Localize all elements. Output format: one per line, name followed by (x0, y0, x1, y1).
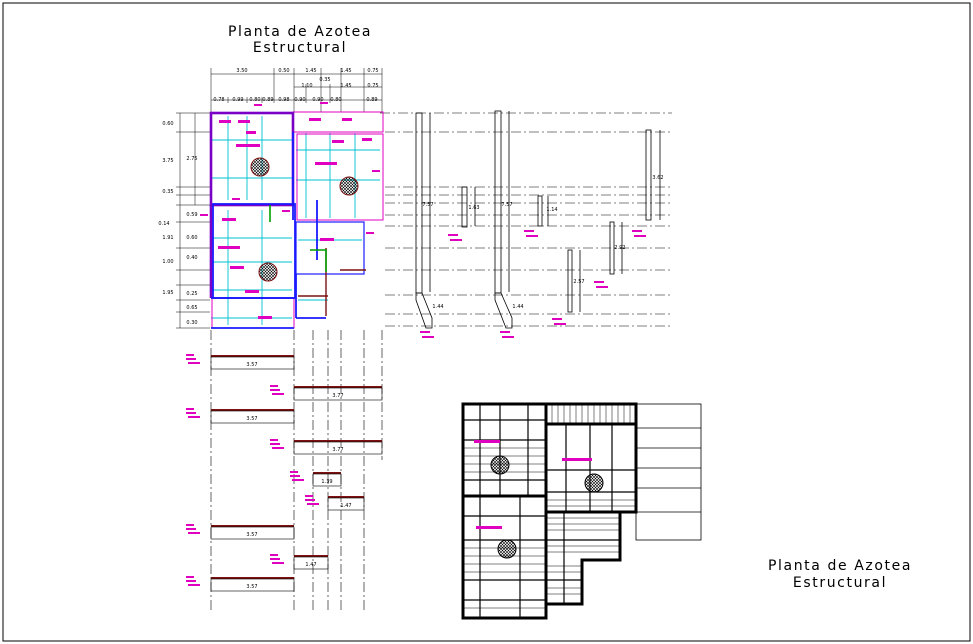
dim-top3-3: 0.80 (249, 97, 260, 103)
beam-sections: 3.57 3.77 3.57 3.77 1.39 1.47 3.57 1.47 … (186, 354, 383, 592)
col-len-3: 7.57 (501, 202, 512, 208)
dim-left-6: 0.14 (158, 221, 169, 227)
dim-left-14: 0.30 (186, 320, 197, 326)
dim-top3-4: 0.89 (262, 97, 273, 103)
beam-len-9: 3.57 (246, 584, 257, 590)
left-dimension-labels: 0.60 2.75 3.75 0.35 0.59 0.14 1.91 0.60 … (158, 121, 197, 326)
left-dimension-chains (176, 112, 210, 329)
bottom-title-line1: Planta de Azotea (768, 558, 912, 574)
dim-left-11: 1.95 (162, 290, 173, 296)
horizontal-axes (380, 112, 672, 327)
dim-left-1: 0.60 (162, 121, 173, 127)
beam-len-6: 1.47 (340, 503, 351, 509)
dim-left-13: 0.65 (186, 305, 197, 311)
dim-top3-5: 0.98 (278, 97, 289, 103)
column-elevations: 7.57 1.63 7.57 1.14 2.57 2.92 3.62 1.44 … (415, 110, 664, 338)
dim-top-5: 0.75 (367, 68, 378, 74)
beam-len-2: 3.77 (332, 393, 343, 399)
dim-top2-1: 1.10 (301, 83, 312, 89)
dim-left-3: 3.75 (162, 158, 173, 164)
top-title-line1: Planta de Azotea (228, 24, 372, 40)
beam-len-3: 3.57 (246, 416, 257, 422)
top-title-line2: Estructural (253, 40, 347, 56)
beam-len-5: 1.39 (321, 479, 332, 485)
dim-top3-8: 0.80 (330, 97, 341, 103)
dim-top-3: 1.45 (305, 68, 316, 74)
dim-top3-2: 0.99 (232, 97, 243, 103)
col-len-1: 7.57 (422, 202, 433, 208)
dim-left-5: 0.59 (186, 212, 197, 218)
roof-plan-bw (461, 402, 702, 620)
col-len-9: 1.44 (512, 304, 523, 310)
dim-top2-2: 1.45 (340, 83, 351, 89)
col-len-5: 2.57 (573, 279, 584, 285)
dim-top3-7: 0.90 (312, 97, 323, 103)
dim-left-8: 0.60 (186, 235, 197, 241)
dim-top-1: 3.50 (236, 68, 247, 74)
beam-len-8: 1.47 (305, 562, 316, 568)
col-len-8: 1.44 (432, 304, 443, 310)
dim-top2-3: 0.75 (367, 83, 378, 89)
dim-top3-9: 0.89 (366, 97, 377, 103)
top-dimension-labels: 3.50 0.50 1.45 1.45 0.75 0.35 1.10 1.45 … (213, 68, 378, 103)
dim-left-7: 1.91 (162, 235, 173, 241)
dim-left-4: 0.35 (162, 189, 173, 195)
structural-plan (200, 102, 384, 329)
dim-left-9: 1.00 (162, 259, 173, 265)
dim-top-4: 1.45 (340, 68, 351, 74)
bottom-title-line2: Estructural (793, 575, 887, 591)
col-len-2: 1.63 (468, 205, 479, 211)
col-len-4: 1.14 (546, 207, 557, 213)
beam-len-4: 3.77 (332, 447, 343, 453)
dim-top-2: 0.50 (278, 68, 289, 74)
col-len-6: 2.92 (614, 245, 625, 251)
beam-len-1: 3.57 (246, 362, 257, 368)
beam-len-7: 3.57 (246, 532, 257, 538)
dim-left-12: 0.25 (186, 291, 197, 297)
dim-left-10: 0.40 (186, 255, 197, 261)
col-len-7: 3.62 (652, 175, 663, 181)
dim-top3-1: 0.78 (213, 97, 224, 103)
dim-top-misc: 0.35 (319, 77, 330, 83)
bottom-title: Planta de Azotea Estructural (768, 558, 912, 591)
dim-left-2: 2.75 (186, 156, 197, 162)
top-title: Planta de Azotea Estructural (228, 24, 372, 56)
top-dimension-chains (210, 68, 383, 112)
dim-top3-6: 0.90 (294, 97, 305, 103)
